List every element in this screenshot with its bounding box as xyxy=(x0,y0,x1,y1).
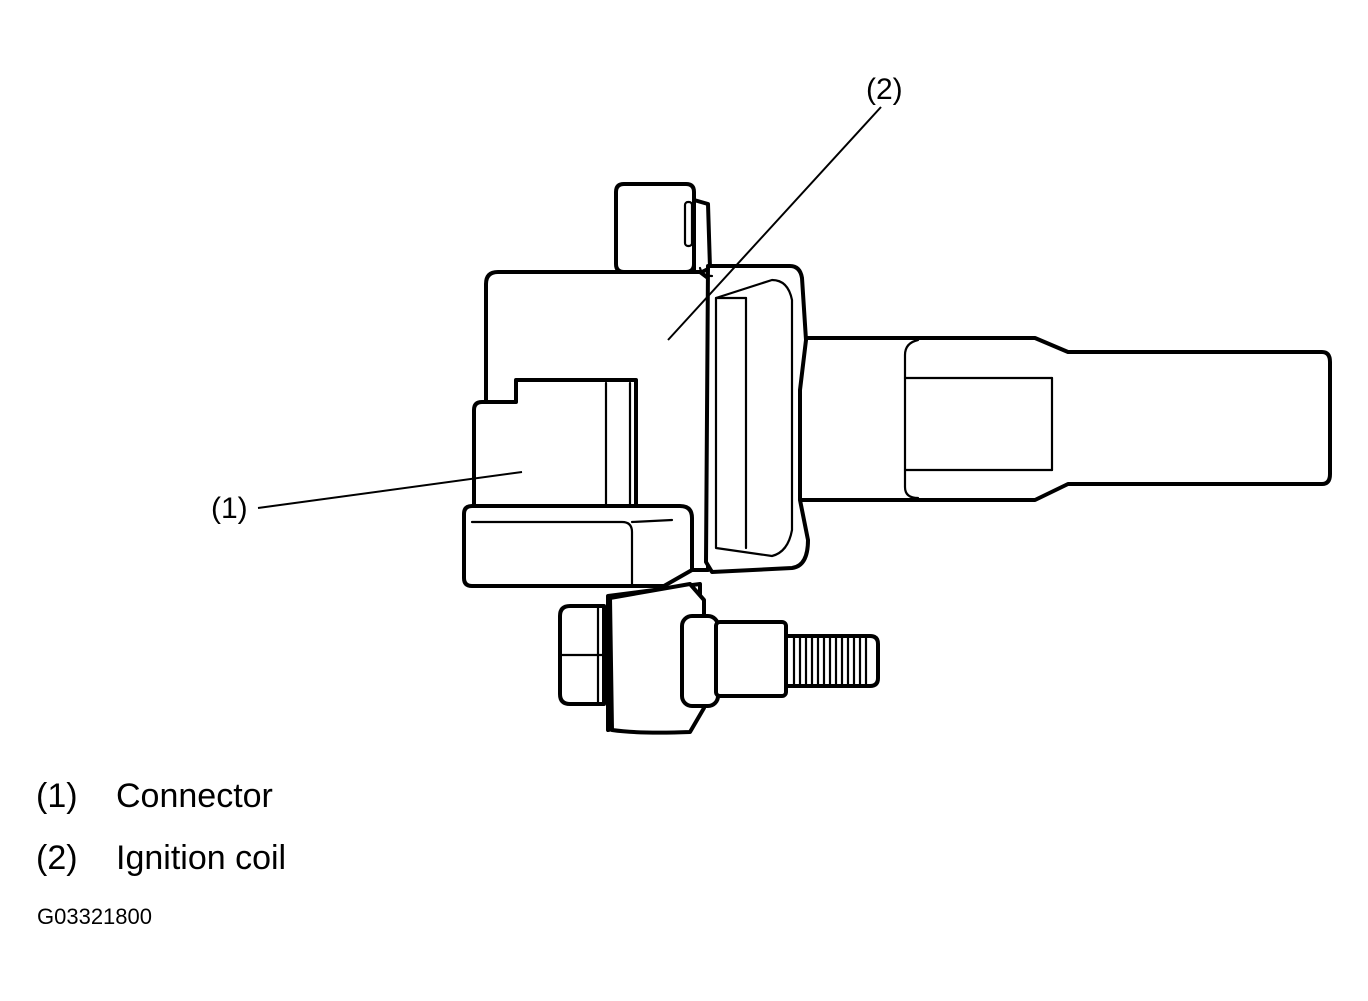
stud-bolt xyxy=(558,582,880,735)
legend-label: Connector xyxy=(116,777,273,815)
legend-number: (2) xyxy=(36,839,78,877)
callout-ignition-coil: (2) xyxy=(866,73,903,106)
leader-line-connector xyxy=(257,471,523,509)
figure-code: G03321800 xyxy=(37,904,152,929)
coil-boot xyxy=(798,336,1332,502)
connector xyxy=(462,378,694,588)
legend-label: Ignition coil xyxy=(116,839,287,877)
legend-row-connector: (1) Connector xyxy=(36,778,273,814)
callout-connector: (1) xyxy=(211,492,248,525)
leader-line-ignition-coil xyxy=(667,106,882,341)
legend-number: (1) xyxy=(36,777,78,815)
legend-row-ignition-coil: (2) Ignition coil xyxy=(36,840,286,876)
mounting-boss xyxy=(614,182,712,278)
ignition-coil-illustration xyxy=(257,106,1332,735)
